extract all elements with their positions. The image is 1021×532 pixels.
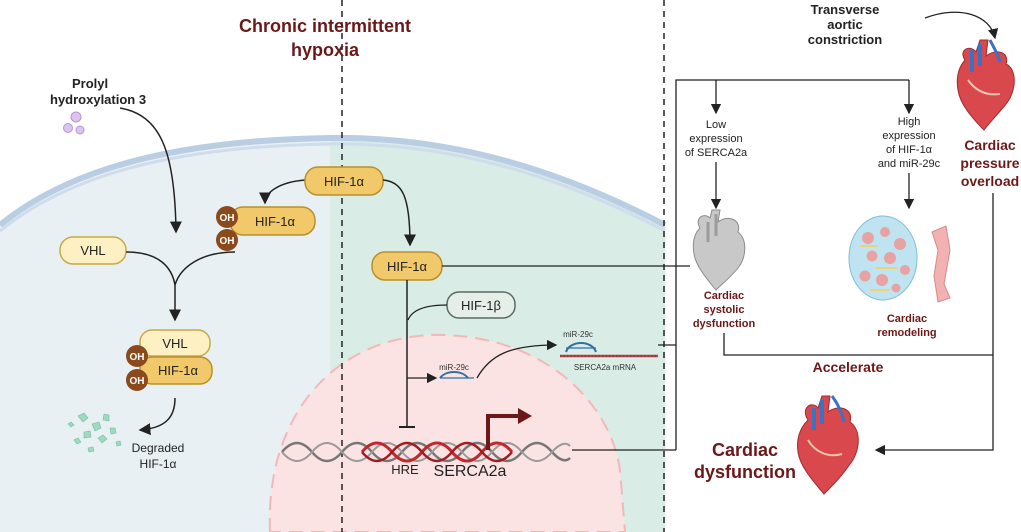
mir29c-small-label: miR-29c xyxy=(439,363,469,372)
high-label-line1: High xyxy=(898,116,921,128)
remodel-label-line2: remodeling xyxy=(877,327,936,339)
low-label-line2: expression xyxy=(689,133,742,145)
mir29c-small-icon xyxy=(439,371,474,379)
vhl-hif1a-complex: VHL HIF-1α OH OH xyxy=(126,329,213,391)
serca2a-mrna-label: SERCA2a mRNA xyxy=(574,363,637,372)
hif1a-top-pill: HIF-1α xyxy=(304,166,384,196)
tissue-remodeling-icon xyxy=(848,215,951,303)
title-line1: Chronic intermittent xyxy=(239,16,411,36)
stabilization-arrow xyxy=(382,179,416,247)
heart-systolic-icon xyxy=(692,209,746,291)
mir29c-right-label: miR-29c xyxy=(563,330,593,339)
accelerate-path xyxy=(723,333,993,356)
hif1a-complex-label: HIF-1α xyxy=(158,363,199,378)
tac-label-line1: Transverse xyxy=(811,2,880,17)
tac-label-line3: constriction xyxy=(808,32,882,47)
vhl-pill: VHL xyxy=(59,236,127,265)
overload-to-dysfunction-arrow xyxy=(874,193,994,456)
degradation-arrow xyxy=(138,397,176,436)
hre-label: HRE xyxy=(391,462,419,477)
cpo-label-line1: Cardiac xyxy=(964,137,1016,153)
prolyl-label-line2: hydroxylation 3 xyxy=(50,92,146,107)
csd-label-line3: dysfunction xyxy=(693,318,756,330)
high-label-line2: expression xyxy=(882,130,935,142)
merge-arrow xyxy=(125,251,236,320)
hydroxylation-arrow xyxy=(259,179,306,205)
prolyl-label-line1: Prolyl xyxy=(72,76,108,91)
oh-label-2: OH xyxy=(220,236,235,247)
vhl-complex-label: VHL xyxy=(162,336,187,351)
high-label-line3: of HIF-1α xyxy=(886,144,933,156)
hif1b-join-line xyxy=(407,304,448,321)
hif1b-pill: HIF-1β xyxy=(446,291,516,319)
cpo-label-line3: overload xyxy=(961,173,1019,189)
hif1a-oh-label: HIF-1α xyxy=(255,214,296,229)
cd-label-line1: Cardiac xyxy=(712,440,778,460)
degraded-label-line2: HIF-1α xyxy=(140,457,177,471)
prolyl-molecule-icon xyxy=(63,111,85,135)
transcription-start-arrow xyxy=(486,414,520,450)
degraded-fragments-icon xyxy=(67,412,122,453)
csd-label-line2: systolic xyxy=(704,304,745,316)
mir29c-binding-icon xyxy=(565,342,597,353)
tac-label-line2: aortic xyxy=(827,17,862,32)
hif1a-mid-label: HIF-1α xyxy=(387,259,428,274)
oh-complex-1: OH xyxy=(130,352,145,363)
cd-label-line2: dysfunction xyxy=(694,462,796,482)
low-label-line3: of SERCA2a xyxy=(685,147,748,159)
cpo-label-line2: pressure xyxy=(960,155,1019,171)
high-label-line4: and miR-29c xyxy=(878,158,941,170)
hif1b-label: HIF-1β xyxy=(461,298,501,313)
hydroxylated-hif1a: HIF-1α OH OH xyxy=(216,206,316,251)
serca2a-gene-label: SERCA2a xyxy=(434,463,507,480)
tac-arrow xyxy=(924,11,999,40)
degraded-label-line1: Degraded xyxy=(132,441,185,455)
accelerate-label: Accelerate xyxy=(813,359,884,375)
remodel-label-line1: Cardiac xyxy=(887,313,927,325)
transcription-arrowhead xyxy=(518,408,532,424)
csd-label-line1: Cardiac xyxy=(704,290,744,302)
nucleus xyxy=(268,333,627,532)
vhl-label: VHL xyxy=(80,243,105,258)
title-line2: hypoxia xyxy=(291,40,360,60)
heart-overload-icon xyxy=(956,39,1015,131)
oh-label-1: OH xyxy=(220,213,235,224)
prolyl-arrow xyxy=(119,107,182,234)
low-label-line1: Low xyxy=(706,119,726,131)
dna-helix-icon xyxy=(281,441,571,463)
mir-to-mrna-arrow xyxy=(476,339,558,379)
heart-dysfunction-icon xyxy=(797,395,859,495)
oh-complex-2: OH xyxy=(130,376,145,387)
hif1a-mid-pill: HIF-1α xyxy=(371,251,443,281)
right-connector-bracket xyxy=(675,79,909,450)
hif1a-top-label: HIF-1α xyxy=(324,174,365,189)
